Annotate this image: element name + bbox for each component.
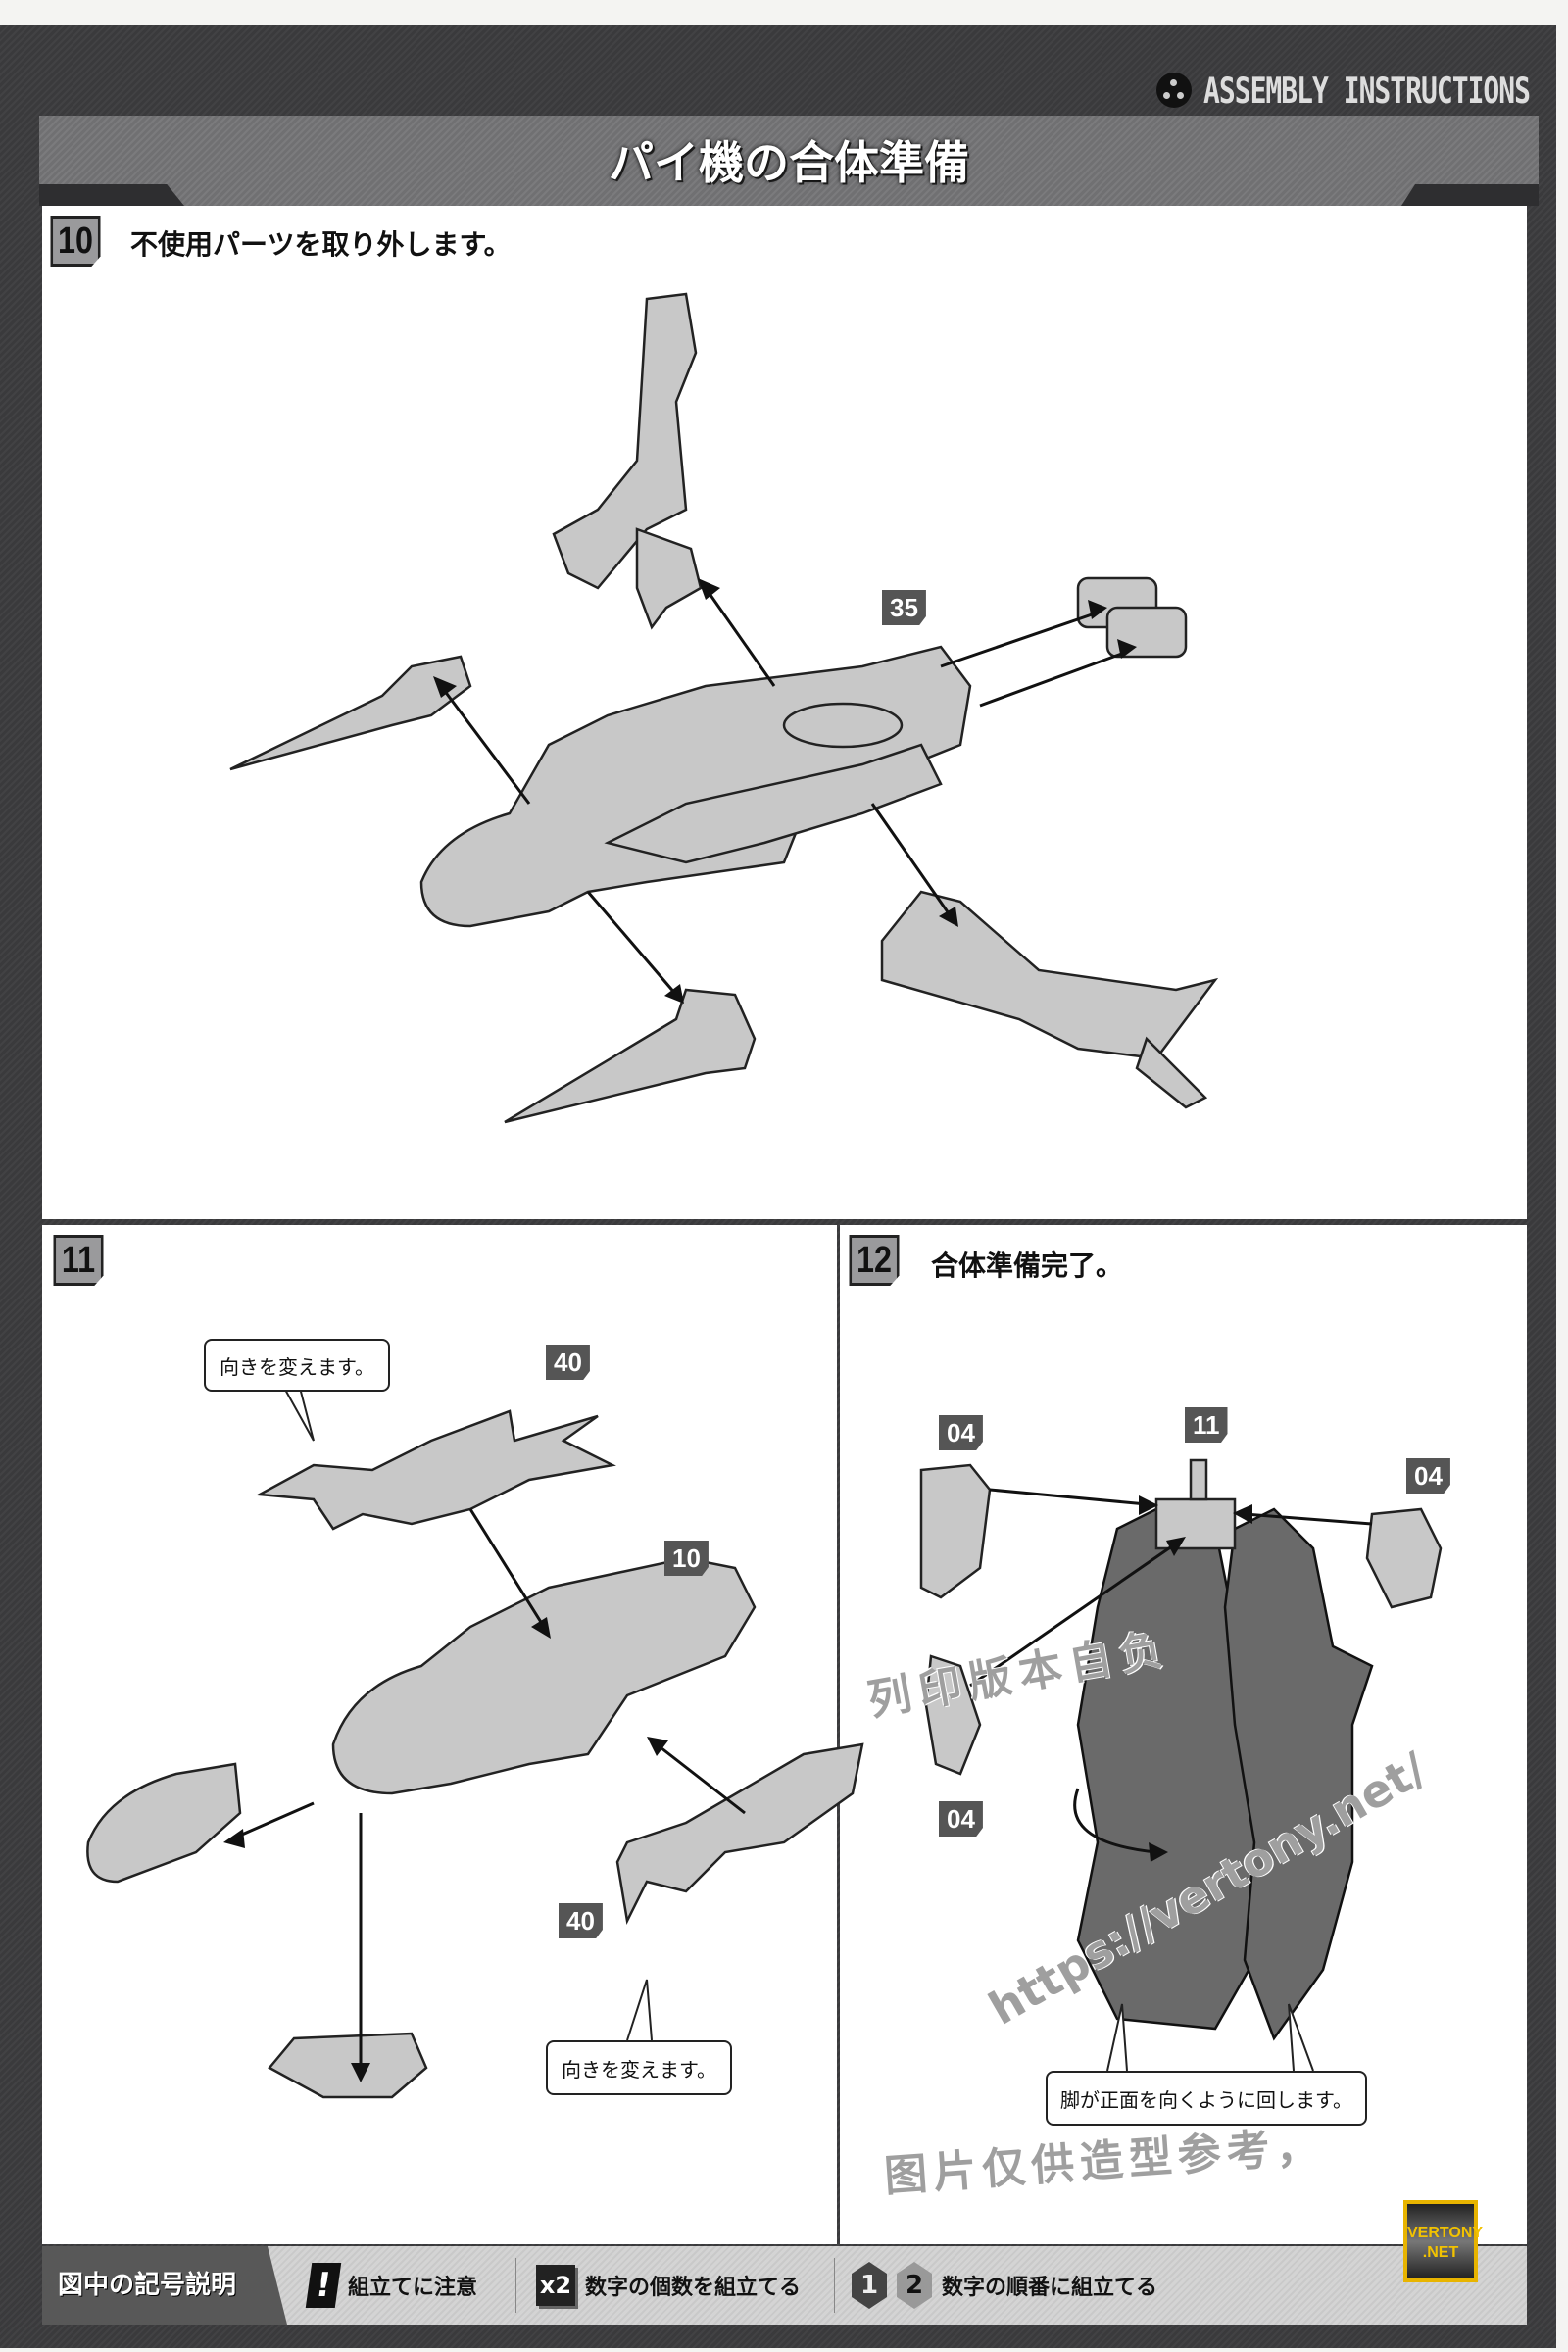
callout-rotate: 向きを変えます。 [546,2040,732,2095]
callout-rotate: 向きを変えます。 [204,1339,390,1392]
legend-item-order: 1 2 数字の順番に組立てる [852,2246,1157,2325]
symbol-legend: 図中の記号説明 ! 組立てに注意 x2 数字の個数を組立てる 1 2 数字の順番… [42,2246,1527,2325]
part-number-40: 40 [559,1903,603,1938]
page-title: パイ機の合体準備 [609,136,969,189]
callout-legs-forward: 脚が正面を向くように回します。 [1046,2071,1367,2126]
part-number-11: 11 [1185,1407,1228,1443]
legend-item-quantity: x2 数字の個数を組立てる [536,2246,801,2325]
part-number-10: 10 [664,1541,709,1576]
part-number-35: 35 [882,590,926,625]
callout-pointers [283,1387,1314,2072]
legend-item-caution: ! 組立てに注意 [305,2246,478,2325]
badge-line1: VERTONY [1407,2225,1484,2241]
legend-label: 数字の個数を組立てる [585,2276,802,2300]
step-12-illustration [919,1458,1443,2041]
title-bar: パイ機の合体準備 [39,116,1539,206]
step-number-11: 11 [53,1235,104,1286]
part-number-04: 04 [1406,1458,1450,1494]
brand-text: ASSEMBLY INSTRUCTIONS [1203,69,1531,112]
step-number-12: 12 [849,1235,900,1286]
part-number-04: 04 [939,1801,983,1837]
legend-label: 数字の順番に組立てる [942,2276,1158,2300]
order-2-icon: 2 [897,2262,932,2309]
step-number-10: 10 [50,216,101,267]
part-number-40: 40 [546,1345,590,1380]
brand-logo: ASSEMBLY INSTRUCTIONS [1156,69,1531,112]
step-10-instruction: 不使用パーツを取り外します。 [130,228,512,261]
step-10-illustration [229,292,1219,1124]
multiply-icon: x2 [536,2265,575,2306]
vertony-badge: VERTONY .NET [1403,2200,1484,2282]
step-11-illustration [86,1409,864,2099]
part-number-04: 04 [939,1415,983,1450]
order-1-icon: 1 [852,2262,887,2309]
exclamation-icon: ! [305,2263,342,2308]
step-12-instruction: 合体準備完了。 [931,1250,1124,1282]
legend-heading: 図中の記号説明 [42,2246,287,2325]
legend-label: 組立てに注意 [348,2276,478,2300]
badge-line2: .NET [1422,2244,1459,2261]
brand-dot-icon [1156,73,1192,108]
